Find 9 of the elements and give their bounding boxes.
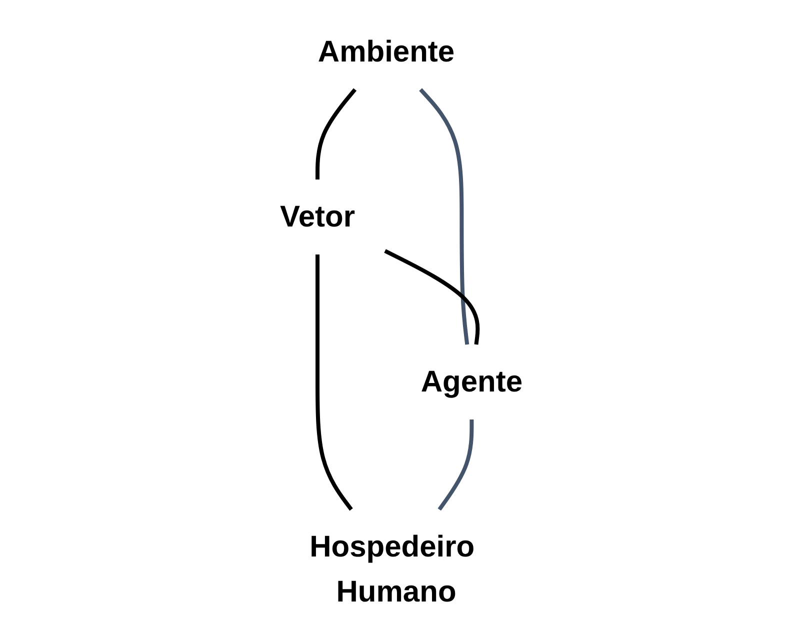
node-text: Ambiente xyxy=(318,36,454,69)
node-text: Hospedeiro Humano xyxy=(309,530,474,608)
connector xyxy=(384,249,480,345)
connector xyxy=(437,420,474,511)
connector xyxy=(418,88,469,345)
node-text: Agente xyxy=(420,366,522,398)
connector xyxy=(315,254,353,511)
connector xyxy=(315,88,356,180)
node-text: Vetor xyxy=(280,200,355,234)
